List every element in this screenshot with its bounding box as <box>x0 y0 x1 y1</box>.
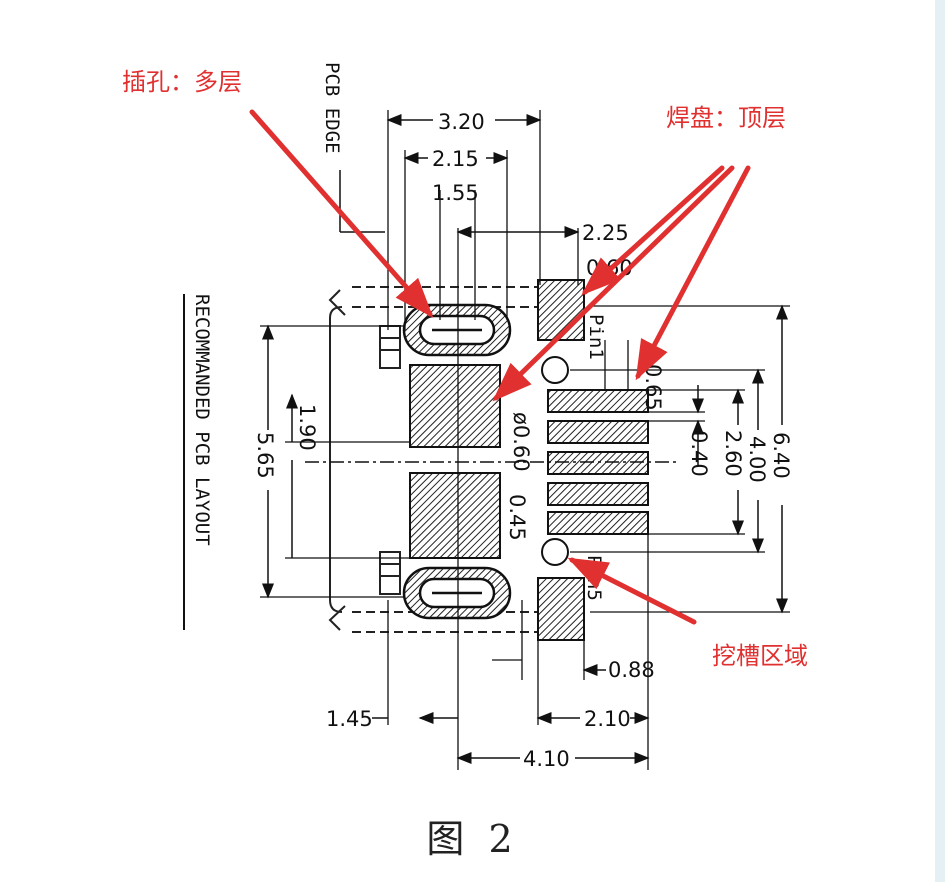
slot-circle-bottom <box>541 538 569 566</box>
signal-pad-2 <box>547 420 649 444</box>
dim-0-65: 0.65 <box>641 364 665 411</box>
dim-6-40: 6.40 <box>769 432 793 479</box>
dim-4-00: 4.00 <box>745 436 769 483</box>
dim-0-40: 0.40 <box>687 430 711 477</box>
dim-5-65: 5.65 <box>253 432 277 479</box>
dim-2-60: 2.60 <box>721 430 745 477</box>
note-slot: 挖槽区域 <box>712 642 808 670</box>
page-edge <box>935 0 945 882</box>
dim-4-10: 4.10 <box>523 747 570 771</box>
dim-2-10: 2.10 <box>584 707 631 731</box>
signal-pad-4 <box>547 482 649 506</box>
shield-pad-upper <box>409 364 501 448</box>
annotation-arrows <box>249 109 751 625</box>
pin1-label: Pin1 <box>585 314 607 360</box>
note-plated-hole: 插孔：多层 <box>122 68 242 96</box>
dim-1-90: 1.90 <box>295 404 319 451</box>
corner-pad-bottom <box>537 577 585 641</box>
dimension-lines <box>262 114 788 764</box>
signal-pad-5 <box>547 511 649 535</box>
plated-slot-hole-bottom <box>402 566 512 620</box>
note-pad: 焊盘：顶层 <box>666 104 786 132</box>
corner-pad-top <box>537 279 585 341</box>
plated-slot-hole-top <box>402 303 512 357</box>
layout-title: RECOMMANDED PCB LAYOUT <box>191 294 213 546</box>
pcb-edge-label: PCB EDGE <box>321 62 343 154</box>
figure-caption: 图 2 <box>426 817 519 861</box>
signal-pad-3 <box>547 451 649 475</box>
dim-1-45: 1.45 <box>326 707 373 731</box>
dim-2-15: 2.15 <box>432 147 479 171</box>
dim-phi-0-60: ø0.60 <box>509 412 533 472</box>
signal-pads <box>547 389 649 535</box>
dim-2-25: 2.25 <box>582 221 629 245</box>
slot-circle-top <box>541 356 569 384</box>
dim-0-88: 0.88 <box>608 658 655 682</box>
side-tabs <box>379 325 401 595</box>
shield-pad-lower <box>409 472 501 559</box>
dim-3-20: 3.20 <box>438 110 485 134</box>
signal-pad-1 <box>547 389 649 413</box>
dim-1-55: 1.55 <box>432 181 479 205</box>
dim-0-45: 0.45 <box>505 494 529 541</box>
